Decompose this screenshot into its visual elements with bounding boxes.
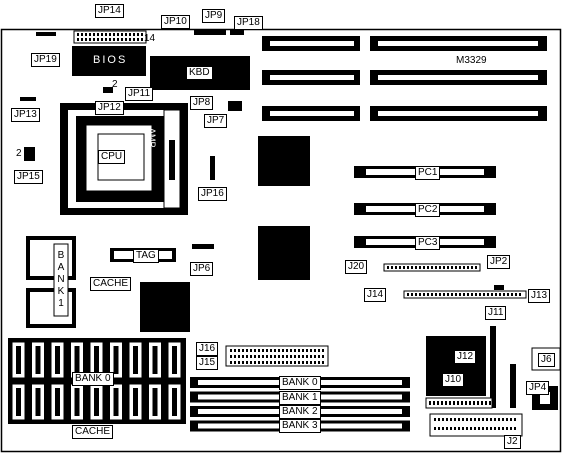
cache-mid-label: CACHE <box>90 277 132 291</box>
pc3-label: PC3 <box>415 236 441 250</box>
j2-label: J2 <box>504 435 521 449</box>
j2-header <box>429 413 523 437</box>
jp8-label: JP8 <box>190 96 214 110</box>
jp7-label: JP7 <box>204 114 228 128</box>
pc2-label: PC2 <box>415 203 441 217</box>
kbd-label: KBD <box>186 66 213 80</box>
cache-srams <box>26 236 76 328</box>
jp11-label: JP11 <box>125 87 154 101</box>
j16-label: J16 <box>196 342 219 356</box>
jp19-label: JP19 <box>31 53 60 67</box>
amp-label: AMP <box>147 128 157 148</box>
tag-label: TAG <box>133 249 159 263</box>
jp10-label: JP10 <box>161 15 190 29</box>
simm-bank-0-label: BANK 0 <box>279 376 321 390</box>
model-label: M3329 <box>456 55 487 66</box>
cache-bottom-label: CACHE <box>72 425 114 439</box>
jp14-header <box>73 30 147 44</box>
j6-label: J6 <box>538 353 555 367</box>
jp2-label: JP2 <box>487 255 511 269</box>
j10-label: J10 <box>442 373 465 387</box>
jp13-label: JP13 <box>11 108 40 122</box>
cpu-label: CPU <box>98 150 126 164</box>
jp4-label: JP4 <box>526 381 550 395</box>
j13-label: J13 <box>528 289 551 303</box>
jp15-pin-label: 2 <box>16 148 22 159</box>
jp12-label: JP12 <box>95 101 124 115</box>
small-jumpers <box>20 30 244 249</box>
j12-label: J12 <box>454 350 477 364</box>
j15-label: J15 <box>196 356 219 370</box>
jp18-label: JP18 <box>234 16 263 30</box>
bios-chip <box>72 46 146 76</box>
jp11-pin-label: 2 <box>112 79 118 90</box>
bank1-vertical-label: BANK1 <box>57 250 65 309</box>
jp16-label: JP16 <box>198 187 227 201</box>
square-ics <box>140 136 486 396</box>
jp15-label: JP15 <box>14 170 43 184</box>
j20-label: J20 <box>345 260 368 274</box>
j11-label: J11 <box>485 306 507 320</box>
jp14-pin-label: 14 <box>144 33 156 44</box>
jp14-label: JP14 <box>95 4 124 18</box>
jp6-label: JP6 <box>190 262 214 276</box>
pc1-label: PC1 <box>415 166 441 180</box>
bios-label: BIOS <box>93 54 128 66</box>
j12-header <box>490 326 496 408</box>
jp9-label: JP9 <box>202 9 226 23</box>
j14-label: J14 <box>364 288 387 302</box>
bank0-left-label: BANK 0 <box>72 372 114 386</box>
simm-bank-3-label: BANK 3 <box>279 419 321 433</box>
j16-j15-connector <box>225 345 329 367</box>
simm-bank-1-label: BANK 1 <box>279 391 321 405</box>
simm-bank-2-label: BANK 2 <box>279 405 321 419</box>
